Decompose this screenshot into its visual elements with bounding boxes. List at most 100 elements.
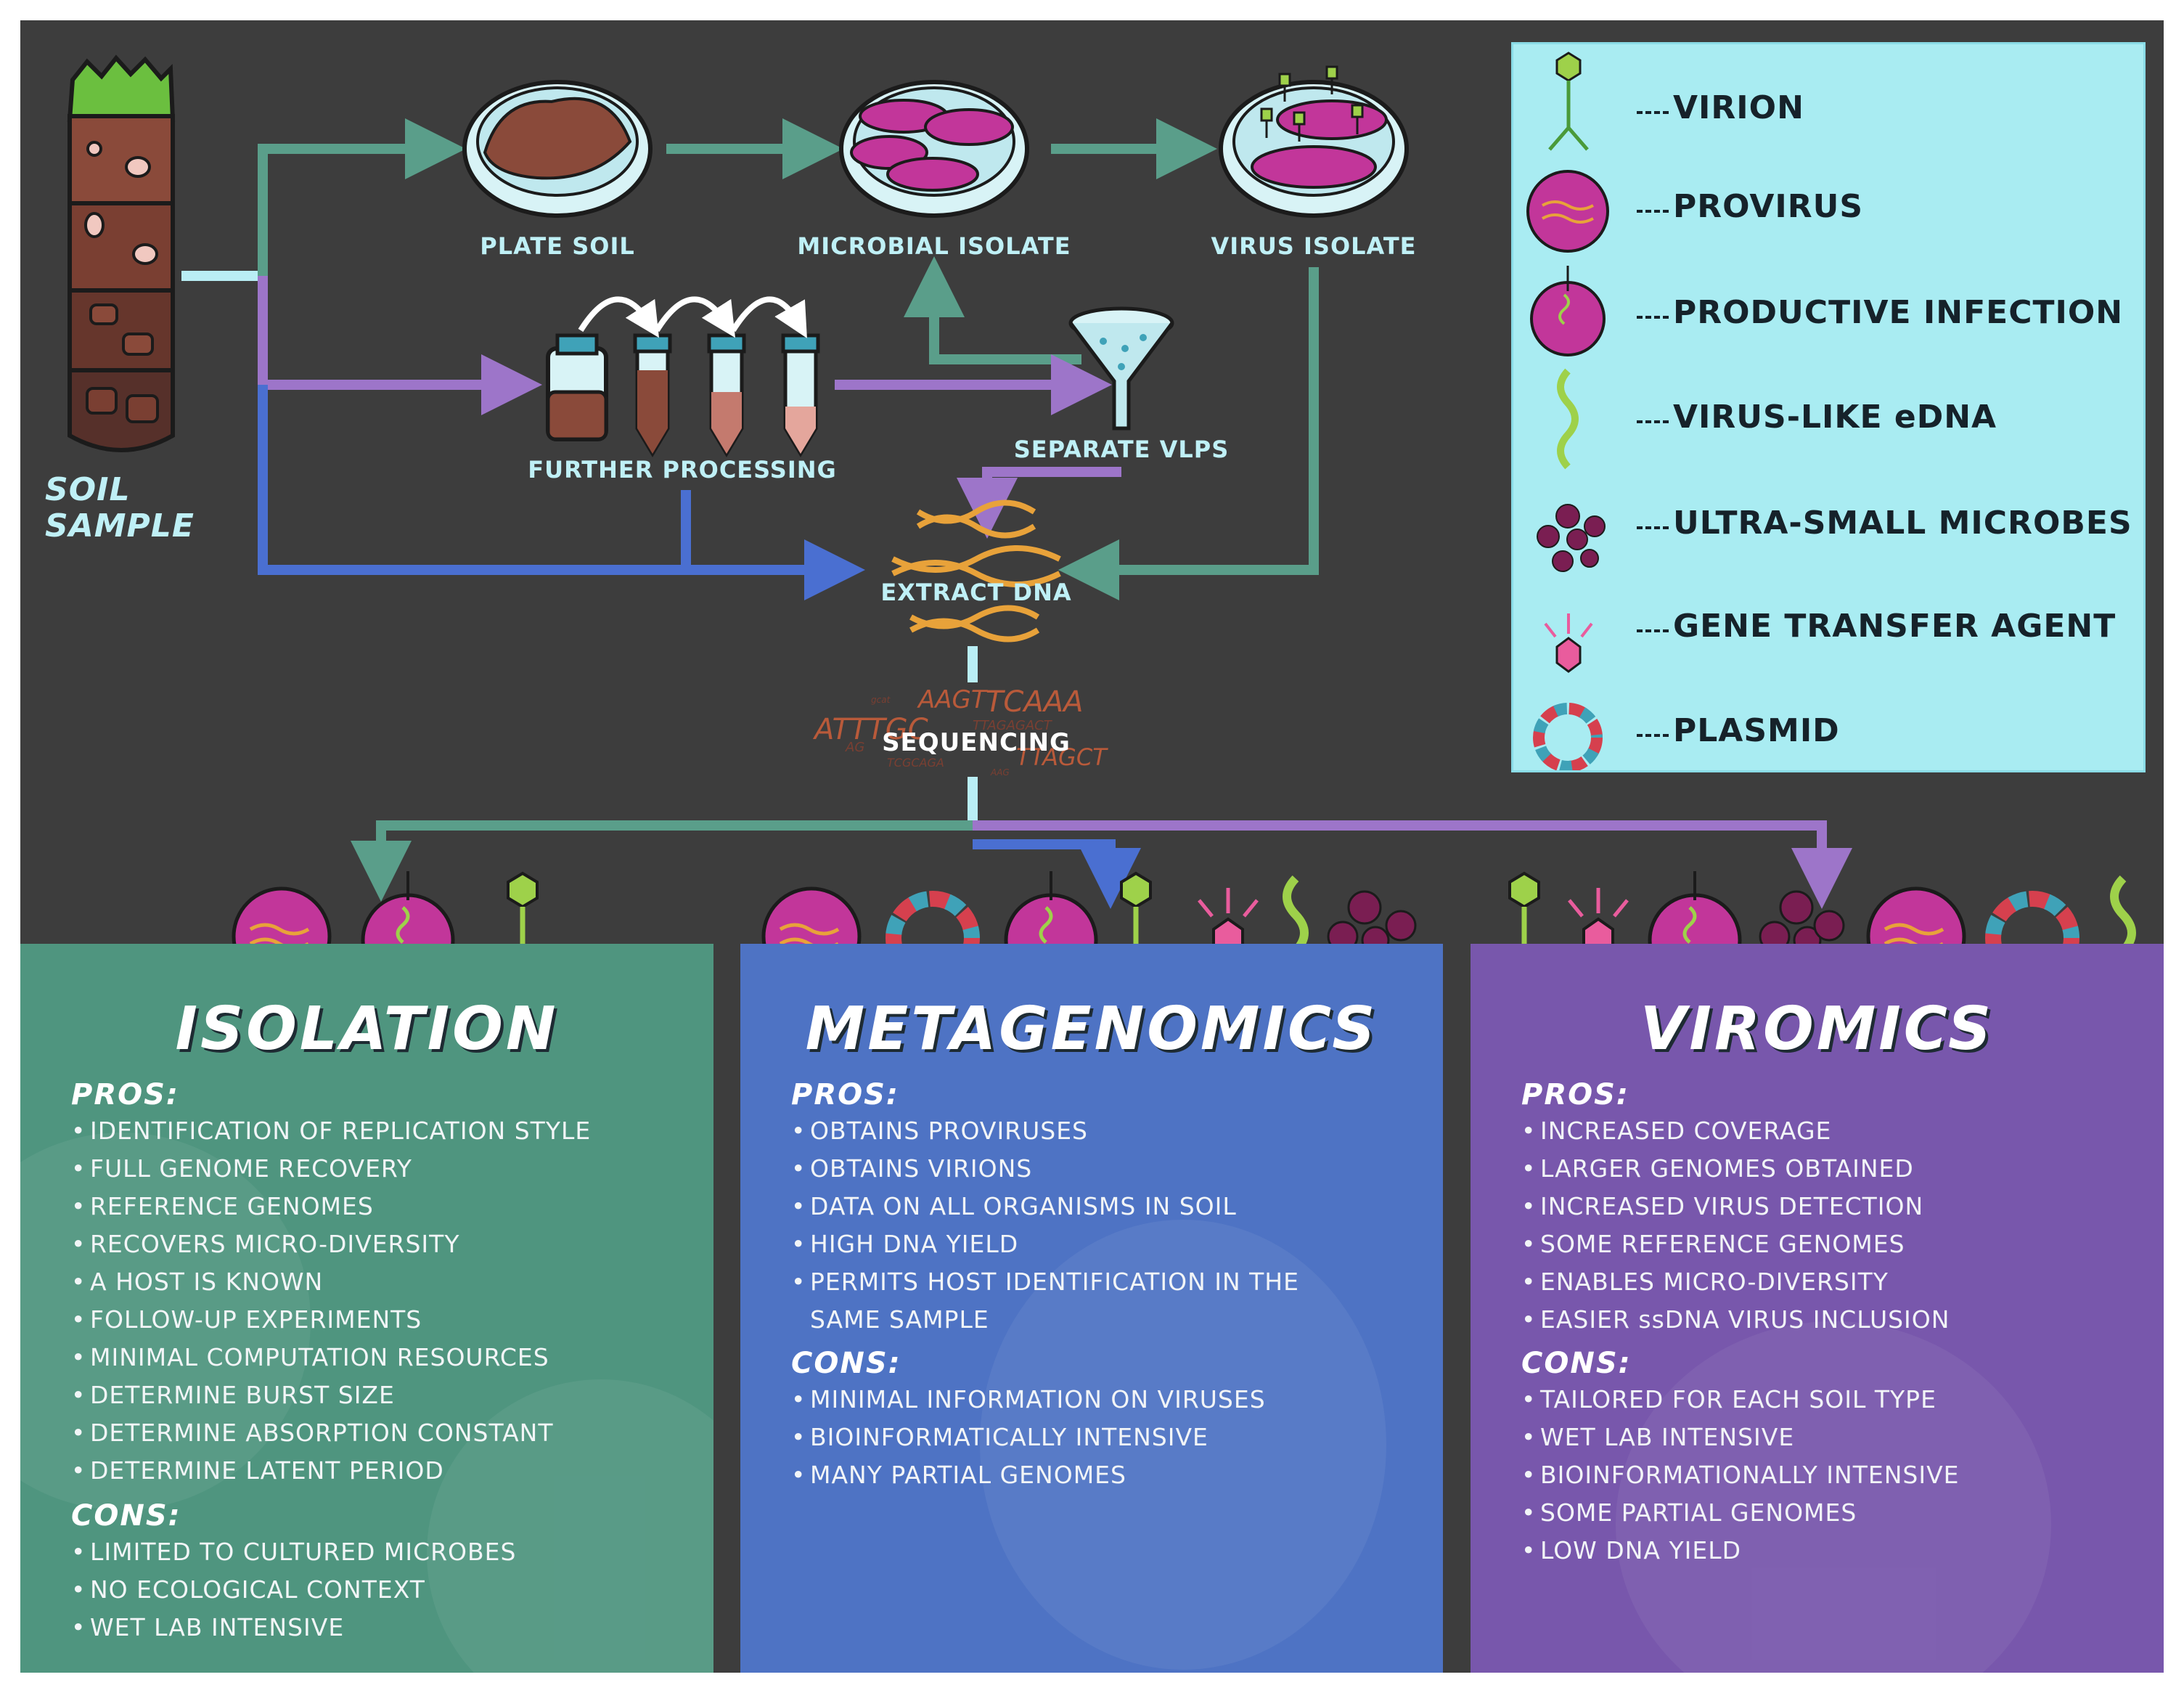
- legend-dash: [1637, 734, 1669, 737]
- processing-jar-icon: [546, 333, 608, 441]
- isolation-cons-heading: CONS:: [71, 1499, 181, 1533]
- isolation-pro-item: MINIMAL COMPUTATION RESOURCES: [71, 1343, 549, 1371]
- funnel-icon: [1068, 306, 1174, 431]
- isolation-pro-item: A HOST IS KNOWN: [71, 1268, 323, 1296]
- isolation-pro-item: DETERMINE ABSORPTION CONSTANT: [71, 1419, 554, 1447]
- viromics-title: VIROMICS: [1640, 995, 1995, 1064]
- legend-label-provirus: PROVIRUS: [1673, 188, 1864, 225]
- legend-label-virion: VIRION: [1673, 89, 1804, 126]
- legend-dash: [1637, 316, 1669, 319]
- legend-icons: [1526, 52, 1609, 770]
- arrow-to-viromics: [973, 820, 1852, 909]
- virus-isolate-label: VIRUS ISOLATE: [1211, 232, 1417, 260]
- metagenomics-pro-item: DATA ON ALL ORGANISMS IN SOIL: [791, 1192, 1237, 1220]
- metagenomics-pros-heading: PROS:: [791, 1078, 899, 1111]
- metagenomics-con-item: MANY PARTIAL GENOMES: [791, 1461, 1126, 1489]
- arrow-to-isolation: [351, 820, 973, 902]
- isolation-con-item: NO ECOLOGICAL CONTEXT: [71, 1575, 425, 1604]
- ultra-small-microbes-icon: [1537, 504, 1606, 572]
- legend-dash: [1637, 210, 1669, 213]
- viromics-pro-item: SOME REFERENCE GENOMES: [1521, 1230, 1905, 1258]
- dna-helix-icon: [891, 499, 1061, 642]
- isolation-pros-heading: PROS:: [71, 1078, 179, 1111]
- arrow-vlps-to-microbial: [904, 256, 1081, 364]
- seq-letter: TCAAA: [986, 685, 1083, 719]
- extract-dna-label: EXTRACT DNA: [880, 579, 1072, 606]
- legend-dash: [1637, 420, 1669, 423]
- isolation-pro-item: DETERMINE BURST SIZE: [71, 1381, 395, 1409]
- seq-letter: gcat: [871, 695, 891, 705]
- arrow-to-metagenomics: [973, 839, 1141, 909]
- microbial-isolate-label: MICROBIAL ISOLATE: [797, 232, 1071, 260]
- viromics-panel: VIROMICS PROS: INCREASED COVERAGE LARGER…: [1471, 944, 2164, 1673]
- viromics-con-item: SOME PARTIAL GENOMES: [1521, 1498, 1857, 1527]
- seq-letter: TCGCAGA: [887, 756, 944, 770]
- legend-label-plasmid: PLASMID: [1673, 712, 1840, 749]
- legend-dash: [1637, 111, 1669, 114]
- further-processing-label: FURTHER PROCESSING: [528, 456, 837, 484]
- soil-core-icon: [67, 54, 176, 452]
- isolation-pro-item: IDENTIFICATION OF REPLICATION STYLE: [71, 1117, 591, 1145]
- microbial-isolate-dish-icon: [839, 80, 1029, 218]
- metagenomics-title: METAGENOMICS: [805, 995, 1378, 1064]
- isolation-pro-item: REFERENCE GENOMES: [71, 1192, 374, 1220]
- seq-letter: TTAGCT: [1016, 743, 1108, 771]
- legend: VIRION PROVIRUS PRODUCTIVE INFECTION VIR…: [1511, 42, 2146, 772]
- metagenomics-pro-item: OBTAINS PROVIRUSES: [791, 1117, 1088, 1145]
- metagenomics-pro-item: PERMITS HOST IDENTIFICATION IN THE: [791, 1268, 1299, 1296]
- metagenomics-pro-item: HIGH DNA YIELD: [791, 1230, 1018, 1258]
- metagenomics-pro-item-continued: SAME SAMPLE: [810, 1305, 989, 1334]
- seq-letter: AG: [845, 740, 864, 755]
- isolation-pro-item: RECOVERS MICRO-DIVERSITY: [71, 1230, 459, 1258]
- virus-isolate-dish-icon: [1219, 65, 1409, 218]
- viromics-pro-item: EASIER ssDNA VIRUS INCLUSION: [1521, 1305, 1950, 1334]
- viromics-con-item: LOW DNA YIELD: [1521, 1536, 1741, 1565]
- viromics-pros-heading: PROS:: [1521, 1078, 1629, 1111]
- legend-dash: [1637, 526, 1669, 529]
- legend-label-virus-like-edna: VIRUS-LIKE eDNA: [1673, 399, 1997, 436]
- virion-icon: [1548, 52, 1589, 151]
- metagenomics-pro-item: OBTAINS VIRIONS: [791, 1154, 1032, 1183]
- plate-soil-dish-icon: [462, 80, 653, 218]
- isolation-pro-item: FOLLOW-UP EXPERIMENTS: [71, 1305, 422, 1334]
- arrow-vlps-to-extract: [957, 467, 1121, 539]
- plate-soil-label: PLATE SOIL: [480, 232, 635, 260]
- viromics-con-item: BIOINFORMATIONALLY INTENSIVE: [1521, 1461, 1960, 1489]
- seq-letter: ATTTGC: [812, 713, 928, 746]
- viromics-pro-item: INCREASED VIRUS DETECTION: [1521, 1192, 1923, 1220]
- virus-like-edna-icon: [1557, 368, 1579, 470]
- processing-tubes-icon: [578, 296, 820, 457]
- sequencing-label: SEQUENCING: [882, 728, 1071, 757]
- isolation-pro-item: DETERMINE LATENT PERIOD: [71, 1456, 444, 1485]
- isolation-con-item: WET LAB INTENSIVE: [71, 1613, 344, 1641]
- viromics-pro-item: ENABLES MICRO-DIVERSITY: [1521, 1268, 1889, 1296]
- viromics-con-item: WET LAB INTENSIVE: [1521, 1423, 1794, 1451]
- isolation-con-item: LIMITED TO CULTURED MICROBES: [71, 1538, 516, 1566]
- metagenomics-cons-heading: CONS:: [791, 1347, 901, 1380]
- viromics-cons-heading: CONS:: [1521, 1347, 1632, 1380]
- legend-label-ultra-small-microbes: ULTRA-SMALL MICROBES: [1673, 505, 2132, 542]
- arrow-to-further-processing: [258, 276, 542, 415]
- seq-letter: AAG: [990, 767, 1010, 778]
- legend-label-productive-infection: PRODUCTIVE INFECTION: [1673, 294, 2124, 331]
- viromics-con-item: TAILORED FOR EACH SOIL TYPE: [1521, 1385, 1936, 1413]
- provirus-icon: [1526, 170, 1609, 253]
- arrow-virus-to-extract: [1058, 267, 1319, 600]
- metagenomics-con-item: MINIMAL INFORMATION ON VIRUSES: [791, 1385, 1266, 1413]
- viromics-pro-item: INCREASED COVERAGE: [1521, 1117, 1831, 1145]
- legend-dash: [1637, 629, 1669, 632]
- seq-letter: TTAGAGACT: [973, 718, 1053, 733]
- productive-infection-icon: [1530, 266, 1606, 356]
- metagenomics-panel: METAGENOMICS PROS: OBTAINS PROVIRUSES OB…: [740, 944, 1443, 1673]
- plasmid-icon: [1533, 703, 1603, 770]
- isolation-pro-item: FULL GENOME RECOVERY: [71, 1154, 412, 1183]
- separate-vlps-label: SEPARATE VLPS: [1013, 436, 1230, 463]
- sequence-letters-cloud: AAGT TCAAA ATTTGC TTAGCT TTAGAGACT TCGCA…: [812, 685, 1108, 778]
- isolation-panel: ISOLATION PROS: IDENTIFICATION OF REPLIC…: [20, 944, 713, 1673]
- seq-letter: AAGT: [917, 685, 988, 714]
- panel-blob: [1616, 1321, 2051, 1673]
- legend-label-gene-transfer-agent: GENE TRANSFER AGENT: [1673, 608, 2116, 645]
- arrow-to-plate-soil: [258, 118, 466, 276]
- metagenomics-con-item: BIOINFORMATICALLY INTENSIVE: [791, 1423, 1208, 1451]
